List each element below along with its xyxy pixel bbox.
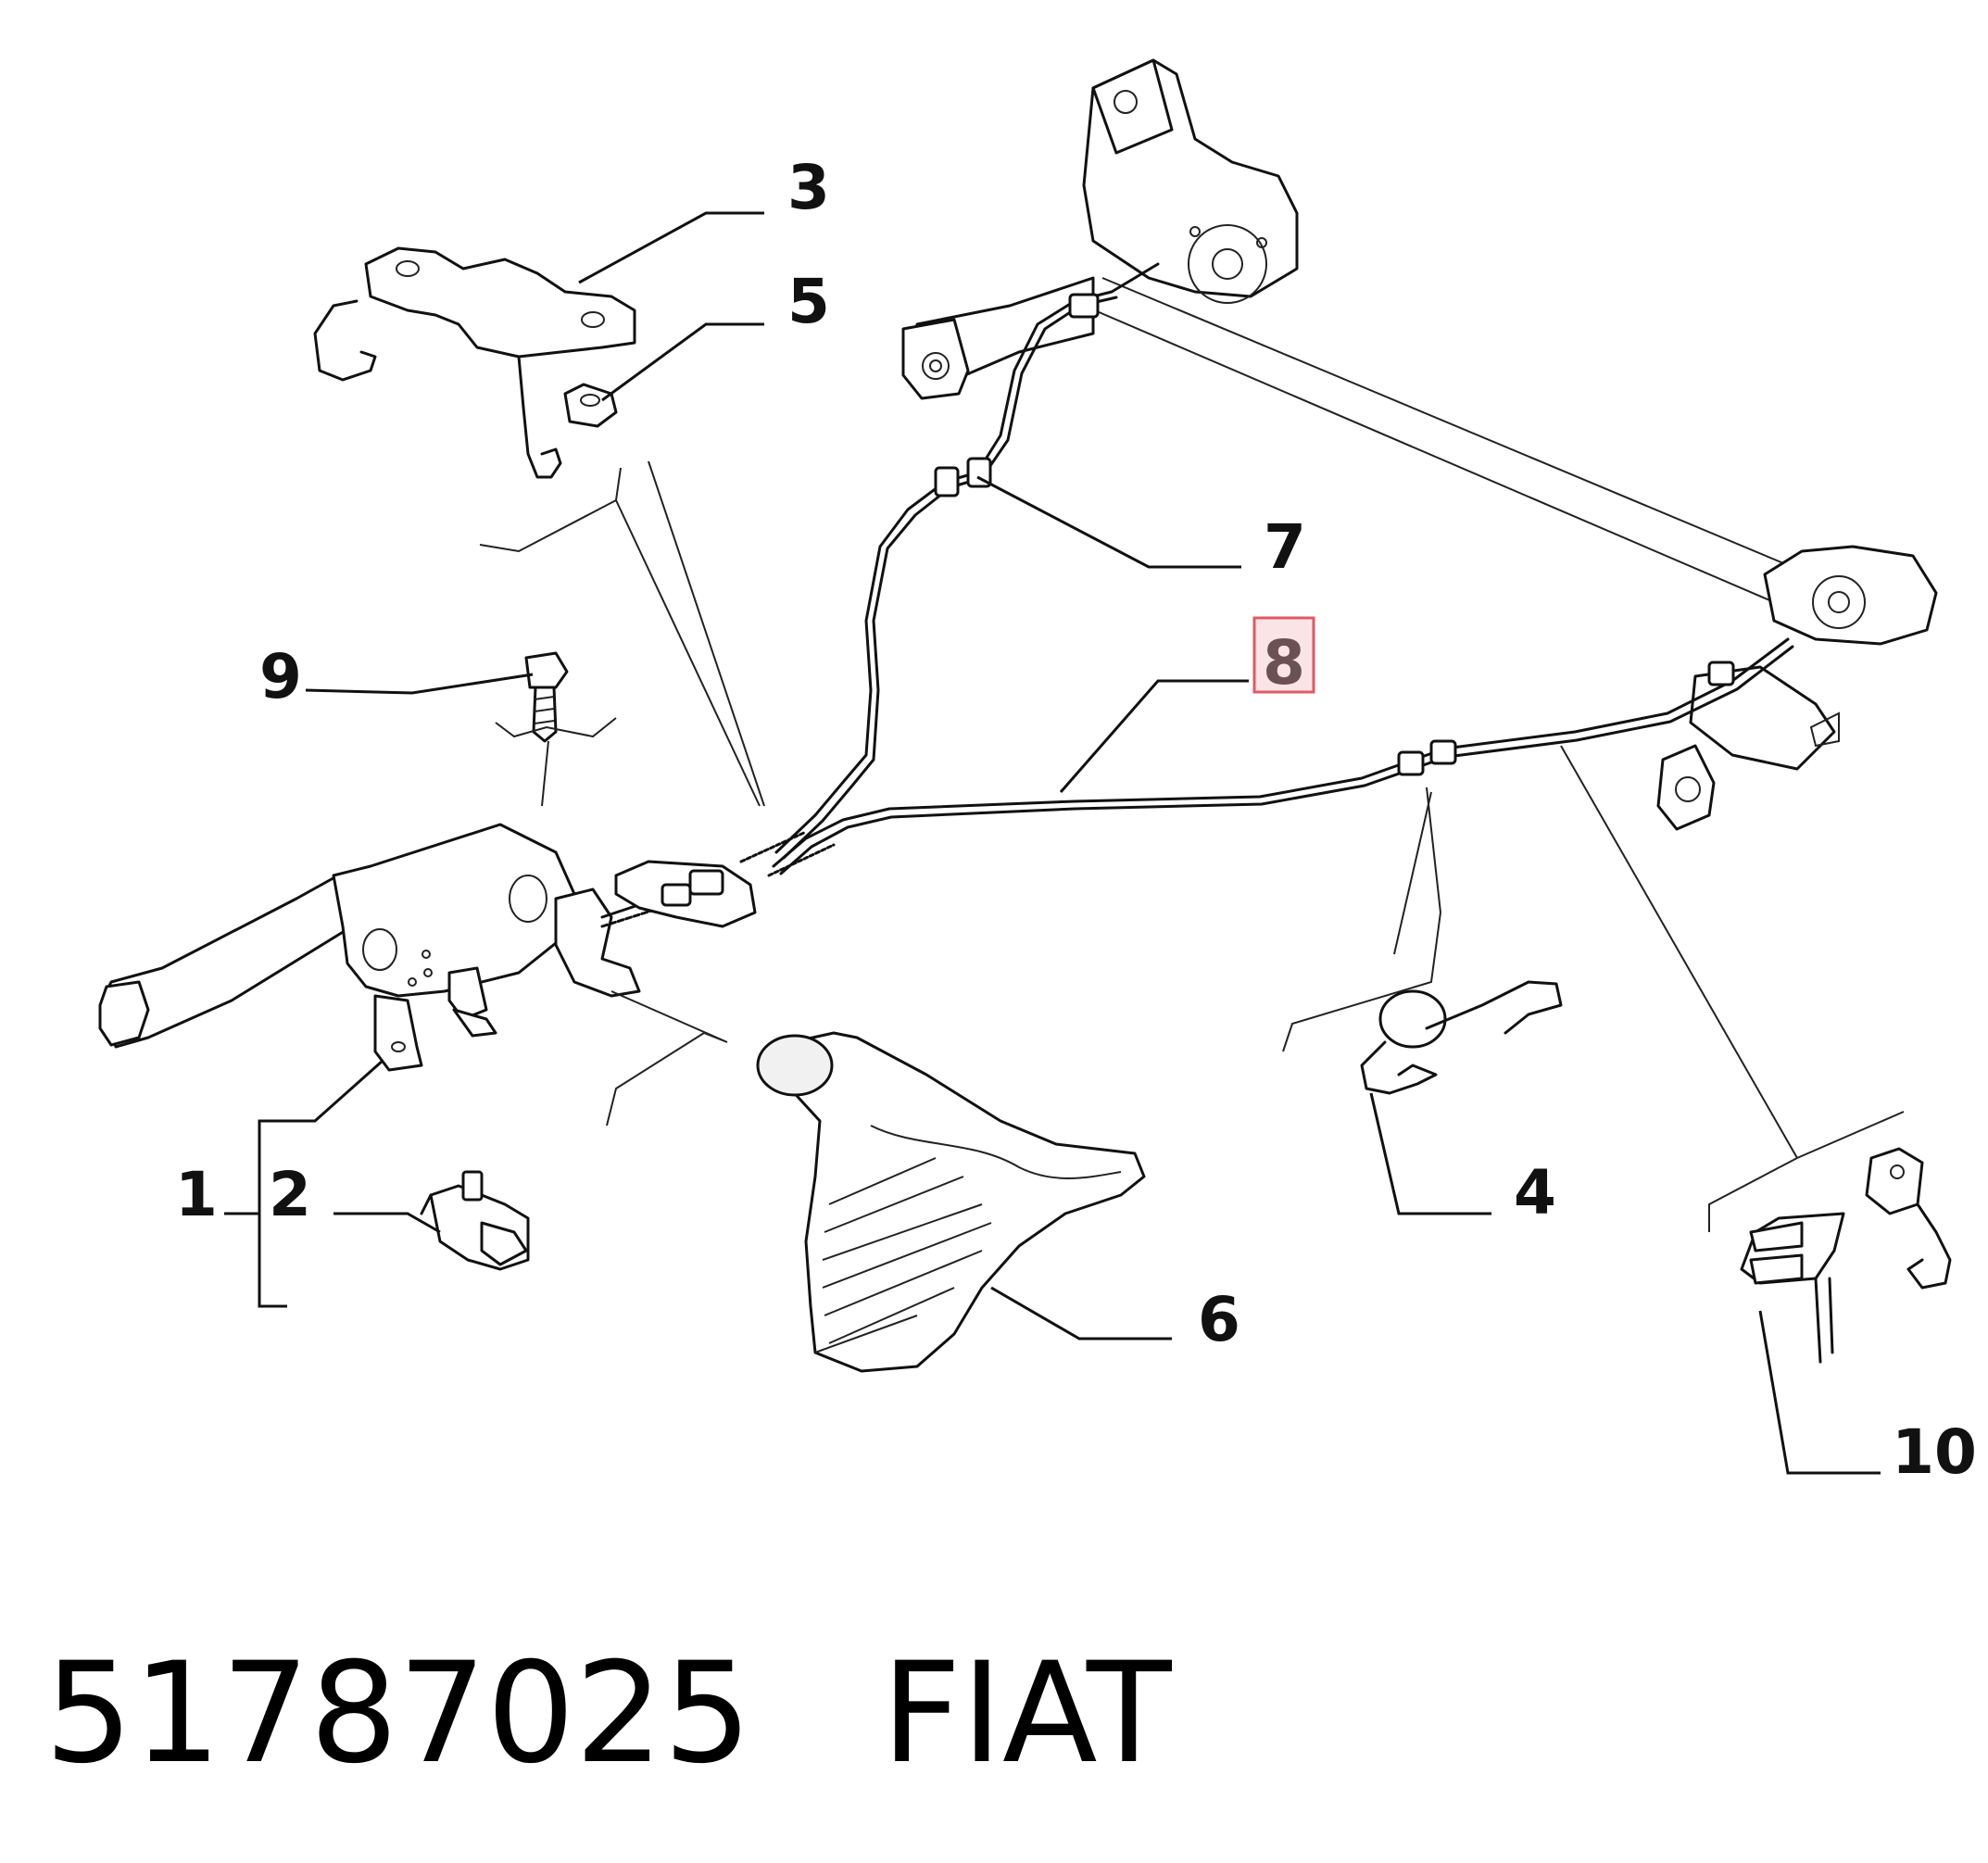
rear-axle-assembly [901,58,1938,831]
callout-8-highlight [1252,616,1315,694]
callout-8[interactable]: 8 [1263,627,1305,699]
parts-diagram: 3 5 7 8 9 1 2 6 4 10 [98,58,1977,1488]
assembly-guide-lines [479,460,1905,1232]
part-1-handbrake-lever [98,823,706,1072]
callout-1[interactable]: 1 [175,1159,218,1230]
callout-10[interactable]: 10 [1892,1416,1977,1488]
callout-4[interactable]: 4 [1514,1157,1556,1228]
part-3-bracket [313,246,636,479]
part-6-gaiter [756,1031,1146,1373]
callout-9[interactable]: 9 [259,641,302,712]
part-8-right-rear-cable [767,637,1794,877]
part-number: 51787025 [44,1633,752,1794]
cable-equaliser [614,860,757,928]
part-4-spring-clip [1360,980,1563,1095]
callout-2[interactable]: 2 [269,1159,311,1230]
part-caption: 51787025 FIAT [44,1635,1172,1793]
callout-3[interactable]: 3 [787,152,830,223]
callout-7[interactable]: 7 [1264,511,1306,583]
callout-6[interactable]: 6 [1198,1284,1240,1355]
part-2-switch [420,1170,530,1271]
part-10-bracket [1740,1147,1952,1364]
brand-name: FIAT [881,1633,1172,1794]
callout-5[interactable]: 5 [787,266,830,337]
callout-labels: 3 5 7 8 9 1 2 6 4 10 [175,152,1977,1488]
part-5-nut [563,383,618,428]
part-7-left-rear-cable [739,262,1160,863]
callout-leader-lines [224,211,1881,1475]
